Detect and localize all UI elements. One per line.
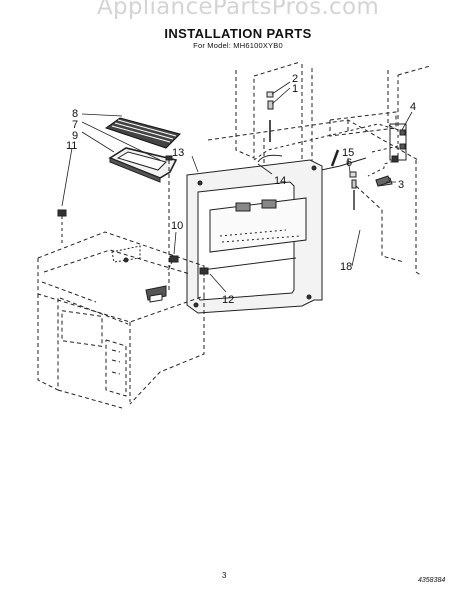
callout-11: 11 [66, 140, 77, 152]
callout-2: 2 [292, 73, 298, 85]
callout-numbers: 8 7 9 11 13 10 12 2 1 4 15 6 3 14 18 5 [66, 73, 416, 306]
callout-15: 15 [342, 147, 354, 159]
callout-13: 13 [172, 147, 184, 159]
callout-14: 14 [274, 175, 286, 187]
top-plate [186, 159, 323, 314]
microwave-top-features [111, 245, 167, 303]
callout-4: 4 [410, 101, 416, 113]
callout-3: 3 [398, 179, 404, 191]
callout-9: 9 [72, 130, 78, 142]
callout-7: 7 [72, 119, 78, 131]
callout-18: 18 [340, 261, 352, 273]
callout-6: 6 [346, 157, 352, 169]
callout-1: 1 [292, 83, 298, 95]
callout-8: 8 [72, 108, 78, 120]
document-number: 4358384 [418, 577, 446, 584]
microwave-body [37, 231, 205, 409]
callout-10: 10 [171, 220, 183, 232]
watermark: AppliancePartsPros.com [96, 0, 380, 20]
callout-leaders [61, 81, 413, 293]
model-subtitle: For Model: MH6100XYB0 [193, 41, 283, 50]
filter-frame [108, 147, 178, 183]
fasteners [57, 155, 391, 290]
page-number: 3 [222, 571, 227, 580]
page-title: INSTALLATION PARTS [164, 26, 312, 41]
grille [104, 117, 181, 149]
callout-12: 12 [222, 294, 234, 306]
